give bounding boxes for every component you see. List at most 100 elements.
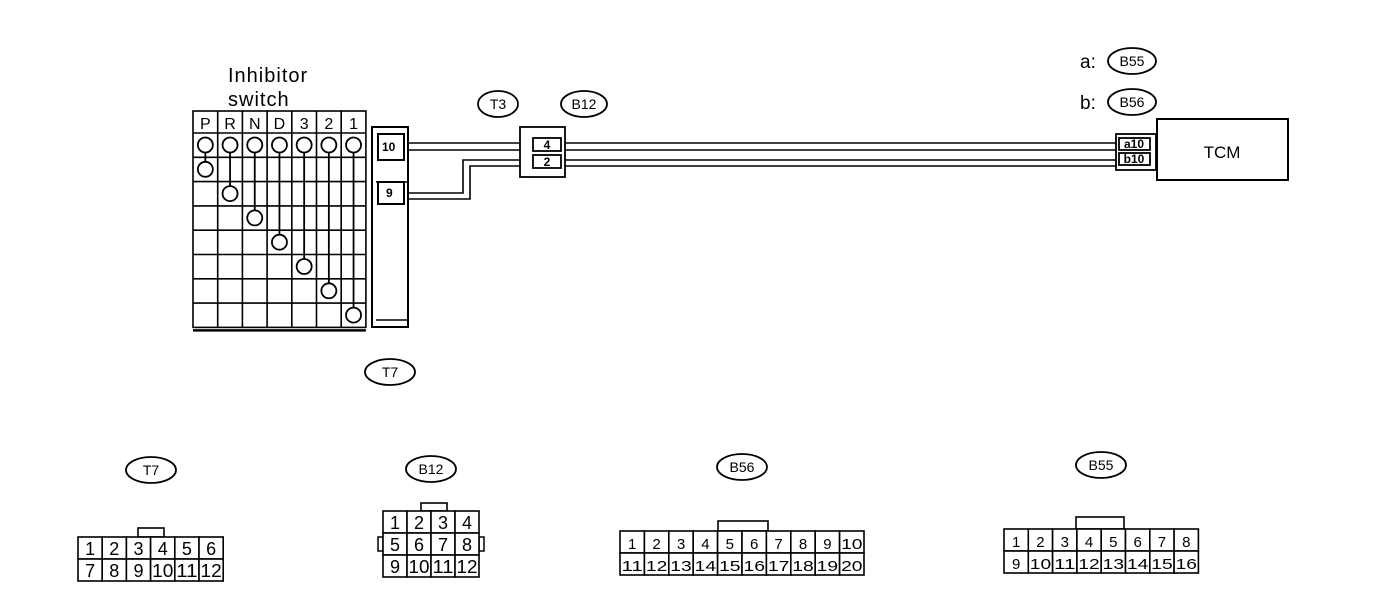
switch-contact-position-2: [320, 282, 338, 300]
conn-b55-pin-13: 13: [1103, 556, 1124, 573]
conn-b12-pin-7: 7: [438, 535, 448, 555]
harness-wires: [408, 142, 1118, 200]
conn-b56-latch: [717, 520, 769, 532]
conn-b56-pin-13: 13: [670, 558, 691, 575]
wire-pin9-lower: [408, 165, 534, 200]
conn-b55-pin-12: 12: [1078, 556, 1099, 573]
conn-t7-pin-3: 3: [133, 539, 143, 559]
conn-b12-pin-4: 4: [462, 513, 472, 533]
conn-t7-pin-8: 8: [109, 561, 119, 581]
conn-b56-pin-15: 15: [719, 558, 740, 575]
b56-face-name: B56: [730, 459, 755, 475]
wire-pin9-upper: [408, 159, 534, 194]
conn-b55-pin-15: 15: [1151, 556, 1172, 573]
switch-position-n: N: [249, 116, 261, 133]
conn-b12-pin-6: 6: [414, 535, 424, 555]
conn-t7-pin-4: 4: [158, 539, 168, 559]
conn-b56-pin-17: 17: [768, 558, 789, 575]
switch-contact-common-p: [196, 136, 214, 154]
b55-oval-top: [1107, 47, 1157, 75]
conn-b56-pin-20: 20: [841, 558, 862, 575]
conn-b12-pin-5: 5: [390, 535, 400, 555]
conn-b56-pin-16: 16: [744, 558, 765, 575]
t7-pin-10-label: 10: [382, 140, 396, 154]
switch-contact-common-r: [221, 136, 239, 154]
conn-b55-pin-3: 3: [1061, 534, 1069, 551]
t7-face-oval: [125, 456, 177, 484]
conn-b56-pin-4: 4: [701, 536, 709, 553]
conn-b56-pin-11: 11: [622, 558, 643, 575]
conn-b56-pin-12: 12: [646, 558, 667, 575]
tcm-conn-a-prefix: a:: [1080, 52, 1096, 73]
tcm-pin-b10-label: b10: [1124, 152, 1145, 166]
conn-b12-pin-11: 11: [433, 557, 454, 577]
b12-face-oval: [405, 455, 457, 483]
t7-face-name: T7: [143, 462, 160, 478]
b12-oval: [560, 90, 608, 118]
conn-b56-pin-10: 10: [841, 536, 862, 553]
conn-b55-pin-16: 16: [1176, 556, 1197, 573]
conn-b56-pin-8: 8: [799, 536, 807, 553]
conn-b55-cell: [1173, 550, 1200, 574]
conn-b12-pin-2: 2: [414, 513, 424, 533]
switch-contact-position-n: [246, 209, 264, 227]
switch-contact-position-r: [221, 185, 239, 203]
switch-contact-common-2: [320, 136, 338, 154]
switch-position-r: R: [224, 116, 236, 133]
conn-b56-cell: [838, 552, 865, 576]
t3-b12-pin-2-label: 2: [544, 155, 551, 169]
switch-contact-common-3: [295, 136, 313, 154]
switch-position-1: 1: [349, 116, 358, 133]
conn-b56-pin-18: 18: [792, 558, 813, 575]
t7-pin-10-box: [377, 133, 405, 161]
conn-t7-pin-2: 2: [109, 539, 119, 559]
conn-b56-pin-9: 9: [823, 536, 831, 553]
conn-b55-pin-1: 1: [1012, 534, 1020, 551]
t7-terminal-strip: [371, 126, 409, 328]
t7-strip-body: [371, 126, 409, 328]
conn-t7-pin-10: 10: [152, 561, 173, 581]
b56-oval-top-label: B56: [1120, 94, 1145, 110]
t3-b12-pin-4-label: 4: [544, 138, 551, 152]
switch-contact-position-p: [196, 160, 214, 178]
conn-b12-pin-3: 3: [438, 513, 448, 533]
b56-oval-top: [1107, 88, 1157, 116]
tcm-box: [1156, 118, 1289, 181]
switch-position-d: D: [274, 116, 286, 133]
conn-b56-pin-5: 5: [726, 536, 734, 553]
conn-b56-pin-7: 7: [774, 536, 782, 553]
tcm-pin-a10-box: [1118, 137, 1151, 151]
conn-b12-pin-1: 1: [390, 513, 400, 533]
conn-b55-pin-4: 4: [1085, 534, 1093, 551]
conn-t7-pin-5: 5: [182, 539, 192, 559]
t3-b12-housing: [519, 126, 566, 178]
switch-contact-common-n: [246, 136, 264, 154]
switch-position-3: 3: [300, 116, 309, 133]
b55-face-name: B55: [1089, 457, 1114, 473]
conn-t7-pin-6: 6: [206, 539, 216, 559]
t7-pin-9-box: [377, 181, 405, 205]
switch-grid-border: [192, 110, 367, 329]
inhibitor-switch-title-line1: Inhibitor: [228, 65, 308, 87]
tcm-pin-a10-label: a10: [1124, 137, 1144, 151]
switch-contact-common-1: [345, 136, 362, 154]
t7-oval-label: T7: [382, 364, 399, 380]
switch-contact-position-d: [271, 233, 288, 251]
b12-oval-label: B12: [572, 96, 597, 112]
conn-b56-pin-3: 3: [677, 536, 685, 553]
conn-b12-pin-8: 8: [462, 535, 472, 555]
switch-position-2: 2: [324, 116, 333, 133]
conn-b55-pin-11: 11: [1054, 556, 1075, 573]
conn-b55-pin-10: 10: [1030, 556, 1051, 573]
t7-oval: [364, 358, 416, 386]
inhibitor-switch-contacts: [196, 136, 362, 324]
conn-b12-latch: [420, 502, 448, 512]
conn-t7-pin-12: 12: [201, 561, 222, 581]
conn-b12-pin-9: 9: [390, 557, 400, 577]
conn-b55-pin-6: 6: [1133, 534, 1141, 551]
conn-b56-pin-19: 19: [817, 558, 838, 575]
